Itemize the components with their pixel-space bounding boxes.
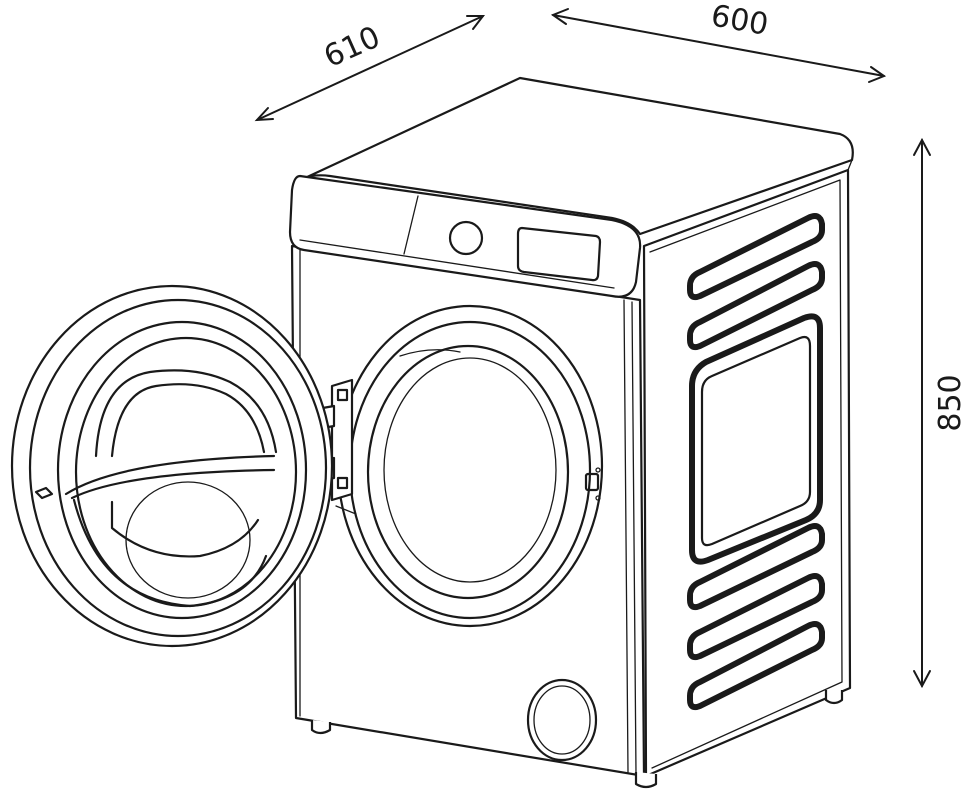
front-right-edge-inner: [623, 299, 629, 773]
door-seal-outer: [336, 304, 604, 628]
hinge-screw-bottom-icon: [336, 476, 349, 490]
width-dimension: 600: [550, 0, 887, 83]
rear-right-foot: [824, 690, 844, 705]
control-panel-lower-edge: [299, 239, 615, 289]
vent-slot-3-inner: [693, 535, 813, 595]
depth-label: 610: [319, 20, 386, 75]
front-right-edge-inner-2: [631, 301, 637, 775]
program-knob-icon[interactable]: [448, 220, 484, 256]
drum-inner: [383, 357, 557, 583]
height-label: 850: [933, 374, 968, 431]
door-glass-bowl-lip: [64, 454, 276, 496]
hinge-screw-top-icon: [336, 388, 349, 402]
door-frame-ring: [28, 298, 328, 638]
drum-rim: [366, 344, 570, 600]
width-arrowhead-start: [550, 8, 569, 25]
side-vents: [687, 213, 825, 711]
door-lock-pin-bottom: [595, 495, 601, 501]
vent-slot-5-inner: [693, 633, 813, 695]
hinge-plate: [330, 378, 354, 502]
side-panel-inner-edge: [649, 179, 843, 769]
drum-lifter: [399, 349, 461, 357]
height-dimension: 850: [913, 137, 968, 689]
depth-arrowhead-start: [254, 107, 274, 122]
door-opening: [335, 304, 604, 628]
door-glass-bowl-base: [110, 500, 260, 558]
height-arrowhead-top: [913, 137, 931, 156]
door-glass-bowl-top: [94, 369, 278, 458]
depth-arrow-line: [256, 15, 484, 121]
width-arrow-line: [552, 14, 885, 77]
depth-dimension: 610: [254, 15, 486, 122]
control-panel-divider: [403, 195, 419, 255]
control-panel: [288, 174, 642, 298]
width-arrowhead-end: [868, 66, 887, 83]
front-right-foot: [634, 772, 658, 789]
door-glass-bowl-bottom: [72, 498, 268, 608]
vent-slot-1-inner: [693, 225, 813, 285]
door-lock-pin-top: [595, 467, 601, 473]
side-recess-panel: [689, 313, 823, 565]
door-handle-icon[interactable]: [34, 486, 54, 500]
filter-hatch[interactable]: [526, 678, 598, 762]
machine-top-surface: [303, 76, 854, 236]
side-recess-panel-inner: [700, 335, 812, 547]
door-glass-rim: [56, 320, 308, 620]
hinge-receiver-line: [335, 505, 357, 515]
depth-arrowhead-end: [466, 15, 486, 30]
door-glass-bowl-lip-inner: [70, 468, 276, 500]
vent-slot-4-inner: [693, 585, 813, 645]
door-glass-center: [125, 481, 251, 599]
height-arrowhead-bottom: [913, 670, 931, 689]
width-label: 600: [708, 0, 770, 43]
display-screen: [516, 226, 602, 282]
vent-slot-2-inner: [693, 273, 813, 335]
door-glass-bowl-top-inner: [110, 383, 266, 458]
front-left-foot: [310, 720, 332, 735]
open-door[interactable]: [10, 284, 334, 648]
door-lock-icon: [584, 472, 600, 492]
door-outer-frame[interactable]: [10, 284, 334, 648]
filter-hatch-inner: [533, 685, 591, 755]
